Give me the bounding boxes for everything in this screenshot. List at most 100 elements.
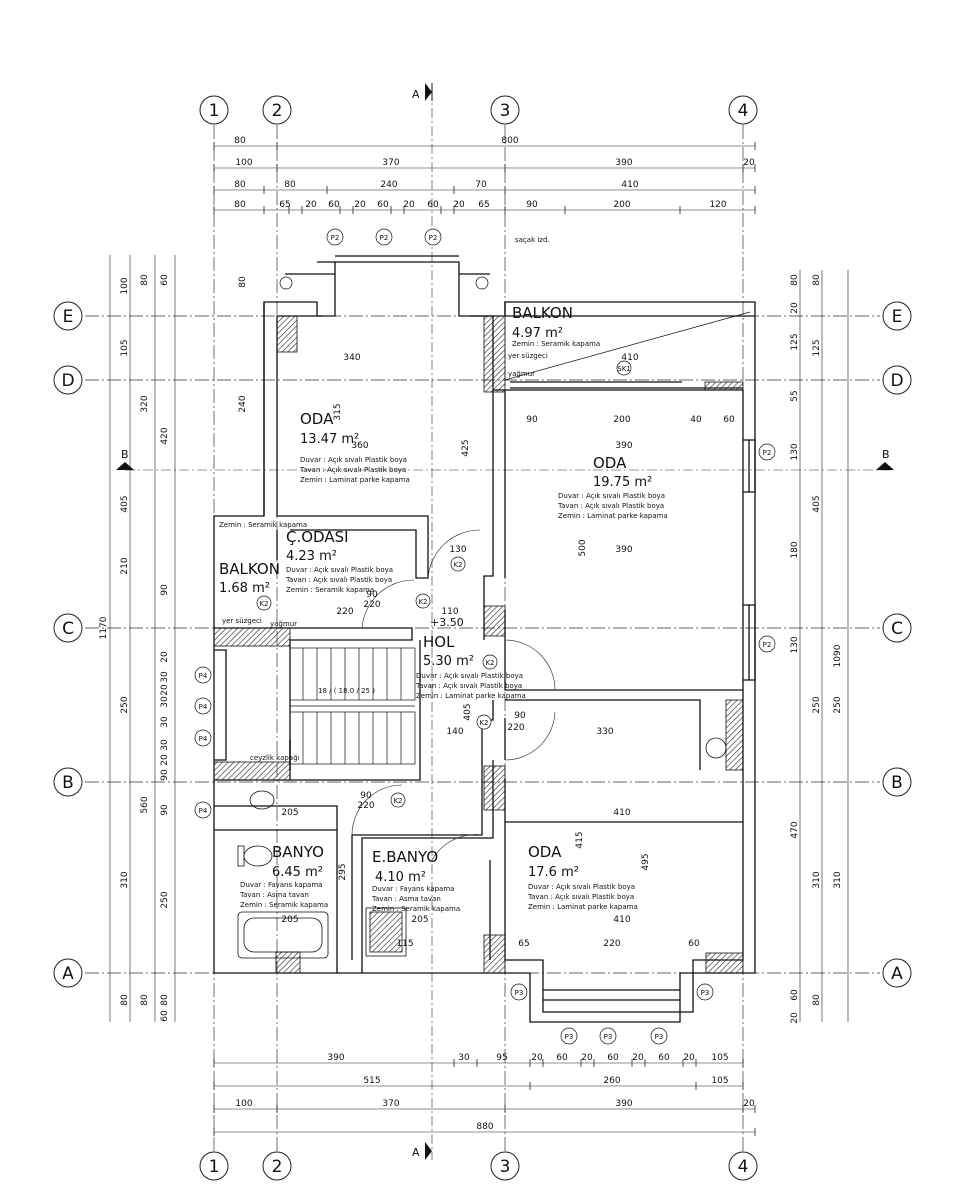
dim-hol-4: 330	[596, 727, 613, 737]
dim-right-c2-1: 125	[812, 339, 822, 356]
dim-top-r4-4: 20	[354, 200, 366, 210]
tag-k2-5: K2	[479, 719, 488, 727]
axis-label-2-top: 2	[272, 101, 283, 121]
svg-text:Duvar : Fayans kapama: Duvar : Fayans kapama	[240, 881, 322, 889]
svg-text:Tavan : Açık sıvalı Plastik bo: Tavan : Açık sıvalı Plastik boya	[527, 893, 634, 901]
dim-oda1-3: 315	[333, 403, 343, 420]
dim-bot-r1-10: 105	[711, 1053, 728, 1063]
svg-text:5.30 m²: 5.30 m²	[423, 654, 474, 669]
dim-left-c3-1: 240	[238, 395, 248, 412]
dim-top-r3-0: 80	[234, 180, 246, 190]
dim-oda3-4: 65	[518, 939, 529, 949]
svg-text:Zemin : Laminat parke kapama: Zemin : Laminat parke kapama	[416, 692, 526, 700]
svg-text:Tavan : Açık sıvalı Plastik bo: Tavan : Açık sıvalı Plastik boya	[285, 576, 392, 584]
dim-left-c1-5: 250	[120, 696, 130, 713]
note-yagmur-1: yağmur	[508, 370, 535, 378]
dim-bot-r3-3: 20	[743, 1099, 755, 1109]
dim-top-r4-0: 80	[234, 200, 246, 210]
dim-top-r3-1: 80	[284, 180, 296, 190]
dim-left-c3-5: 20	[160, 684, 170, 696]
tag-k2-1: K2	[453, 561, 462, 569]
dim-right-c2-3: 250	[833, 696, 843, 713]
svg-text:4.23 m²: 4.23 m²	[286, 549, 337, 564]
note-yer-suzgeci-1: yer süzgeci	[508, 352, 548, 360]
dim-right-c1-6: 130	[790, 636, 800, 653]
dim-top-r4-12: 120	[709, 200, 726, 210]
dim-top-r4-5: 60	[377, 200, 389, 210]
svg-text:Ç.ODASI: Ç.ODASI	[286, 528, 349, 546]
axis-label-3-top: 3	[500, 101, 511, 121]
svg-text:19.75 m²: 19.75 m²	[593, 475, 652, 490]
tag-p2-2: P2	[380, 234, 389, 242]
dim-right-c1-8: 470	[790, 821, 800, 838]
dim-hol-5: 405	[463, 703, 473, 720]
tag-k2-4: K2	[485, 659, 494, 667]
room-ebeveyn-banyo: E.BANYO 4.10 m² Duvar : Fayans kapama Ta…	[371, 848, 460, 913]
axis-label-B-left: B	[62, 773, 74, 793]
svg-text:BALKON: BALKON	[512, 304, 573, 322]
note-yagmur-2: yağmur	[270, 620, 297, 628]
dim-hol-0: 130	[449, 545, 466, 555]
svg-text:Tavan : Açık sıvalı Plastik bo: Tavan : Açık sıvalı Plastik boya	[415, 682, 522, 690]
dim-banyo-0: 205	[281, 808, 298, 818]
svg-text:4.97 m²: 4.97 m²	[512, 326, 563, 341]
axis-label-E-left: E	[63, 307, 74, 327]
dim-right-c1-5: 180	[790, 541, 800, 558]
dim-banyo-1: 205	[281, 915, 298, 925]
dim-top-r2-3: 20	[743, 158, 755, 168]
svg-text:1.68 m²: 1.68 m²	[219, 581, 270, 596]
dim-right-c1-4: 130	[790, 443, 800, 460]
dim-door-3: 220	[507, 723, 524, 733]
svg-text:Duvar : Fayans kapama: Duvar : Fayans kapama	[372, 885, 454, 893]
svg-text:Tavan : Asma tavan: Tavan : Asma tavan	[239, 891, 309, 899]
dim-bot-r1-0: 390	[327, 1053, 344, 1063]
tag-p3-4: P3	[604, 1033, 613, 1041]
svg-text:Duvar : Açık sıvalı Plastik bo: Duvar : Açık sıvalı Plastik boya	[416, 672, 523, 680]
dim-banyo-2: 295	[338, 863, 348, 880]
svg-text:BANYO: BANYO	[272, 843, 324, 861]
dim-bot-r1-3: 20	[531, 1053, 543, 1063]
svg-text:Zemin : Seramik kapama: Zemin : Seramik kapama	[240, 901, 328, 909]
dim-left-outer: 1170	[99, 616, 109, 639]
staircase	[289, 647, 416, 770]
svg-text:B: B	[882, 448, 890, 461]
dim-right-c1-3: 55	[790, 390, 800, 401]
dim-right-c1-2: 125	[790, 333, 800, 350]
room-camasir-odasi: Ç.ODASI 4.23 m² Duvar : Açık sıvalı Plas…	[285, 528, 393, 594]
axis-bubble-C-right	[882, 613, 912, 643]
dim-top-r4-11: 200	[613, 200, 630, 210]
axis-bubble-A-right	[882, 958, 912, 988]
dim-bot-r1-7: 20	[632, 1053, 644, 1063]
axis-bubble-2-bottom	[262, 1151, 292, 1181]
dim-left-c3-7: 60	[160, 1010, 170, 1022]
axis-label-B-right: B	[891, 773, 903, 793]
dim-right-c1-11: 20	[790, 1012, 800, 1024]
dim-right-c1-10: 60	[790, 989, 800, 1001]
dim-oda3-6: 60	[688, 939, 700, 949]
tag-k2-6: K2	[393, 797, 402, 805]
svg-text:Duvar : Açık sıvalı Plastik bo: Duvar : Açık sıvalı Plastik boya	[528, 883, 635, 891]
level-mark: +3.50	[430, 616, 464, 629]
dim-left-c2-6: 30	[160, 739, 170, 751]
tag-p3-1: P3	[515, 989, 524, 997]
dim-left-c3-8: 60	[160, 274, 170, 286]
dim-oda2-7: 390	[615, 545, 632, 555]
dim-left-c3-0: 80	[238, 276, 248, 288]
room-balkon-left: BALKON 1.68 m² Zemin : Seramik kapama	[219, 521, 307, 596]
tag-p4-1: P4	[199, 672, 208, 680]
axis-label-4-bottom: 4	[738, 1157, 749, 1177]
dim-top-r4-8: 20	[453, 200, 465, 210]
dim-oda2-3: 200	[613, 415, 630, 425]
dim-bot-r1-5: 20	[581, 1053, 593, 1063]
tag-p3-2: P3	[701, 989, 710, 997]
tag-p2-3: P2	[429, 234, 438, 242]
dim-oda3-2: 415	[575, 831, 585, 848]
dim-bot-r1-8: 60	[658, 1053, 670, 1063]
svg-text:Duvar : Açık sıvalı Plastik bo: Duvar : Açık sıvalı Plastik boya	[558, 492, 665, 500]
svg-text:13.47 m²: 13.47 m²	[300, 432, 359, 447]
room-hol: HOL 5.30 m² Duvar : Açık sıvalı Plastik …	[415, 633, 526, 700]
dim-right-c2-5: 80	[812, 994, 822, 1006]
dim-hol-3: 140	[446, 727, 463, 737]
tag-p2-4: P2	[763, 449, 772, 457]
